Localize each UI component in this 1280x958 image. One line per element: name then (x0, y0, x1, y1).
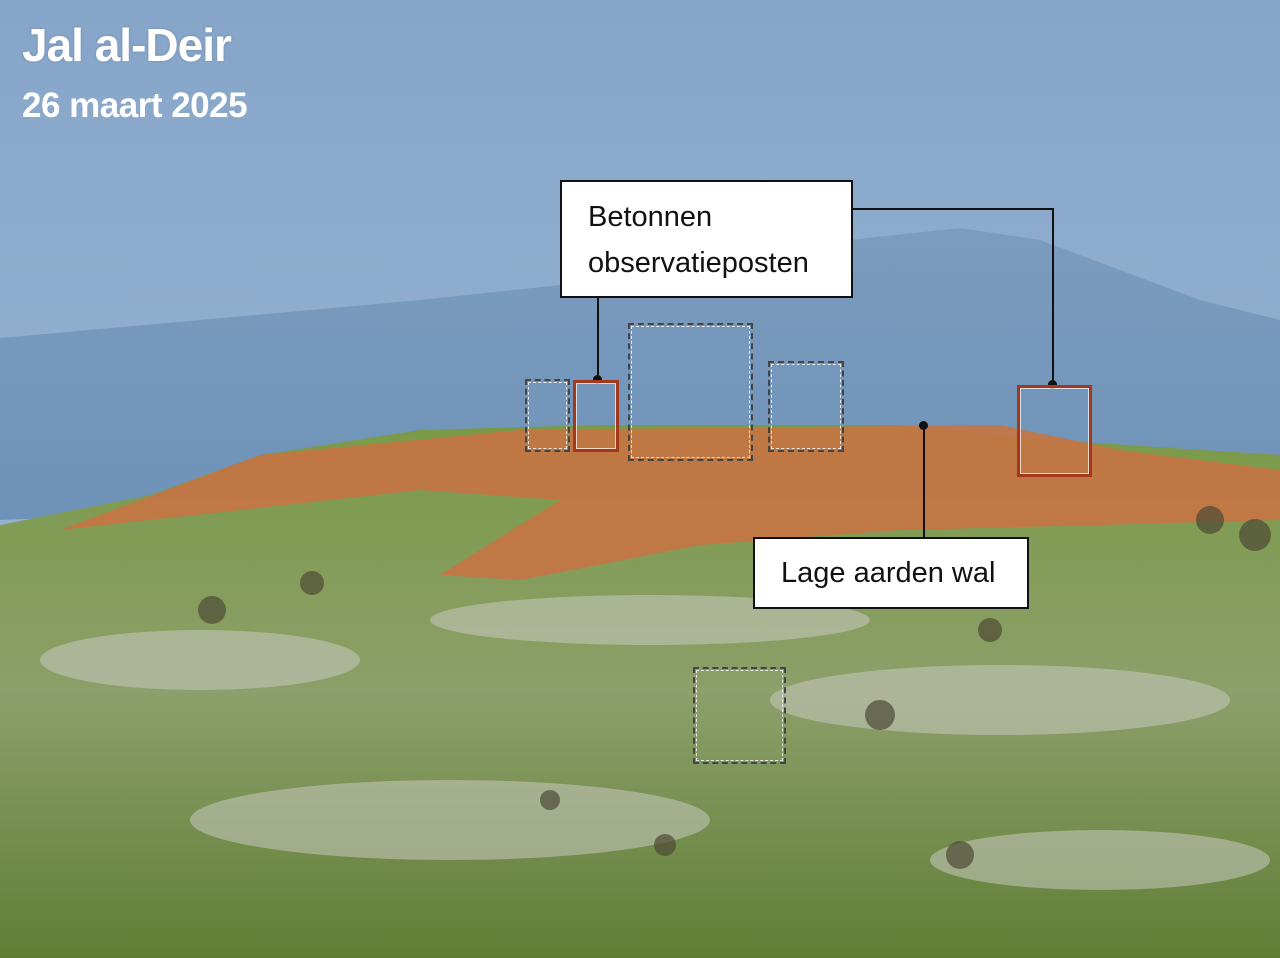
dirt-area (60, 425, 1280, 580)
connector-dot (593, 375, 602, 384)
label-line: Betonnen (588, 201, 713, 233)
observation-posts-label: Betonnen observatieposten (560, 180, 853, 298)
dashed-highlight-box (525, 379, 570, 452)
observation-post-box (1017, 385, 1092, 477)
connector-dot (919, 421, 928, 430)
shrubs (198, 506, 1271, 869)
earth-wall-label: Lage aarden wal (753, 537, 1029, 609)
connector-line (597, 296, 599, 380)
label-line: observatieposten (588, 247, 809, 279)
dashed-highlight-box (693, 667, 786, 764)
page-title: Jal al-Deir (22, 19, 232, 71)
photo-date: 26 maart 2025 (22, 86, 248, 125)
connector-line (1052, 208, 1054, 385)
dashed-highlight-box (628, 323, 753, 461)
label-text: Lage aarden wal (781, 557, 996, 589)
connector-dot (1048, 380, 1057, 389)
connector-line (923, 425, 925, 538)
connector-line (851, 208, 1054, 210)
observation-post-box (573, 380, 619, 452)
rocks (40, 595, 1270, 890)
dashed-highlight-box (768, 361, 844, 452)
